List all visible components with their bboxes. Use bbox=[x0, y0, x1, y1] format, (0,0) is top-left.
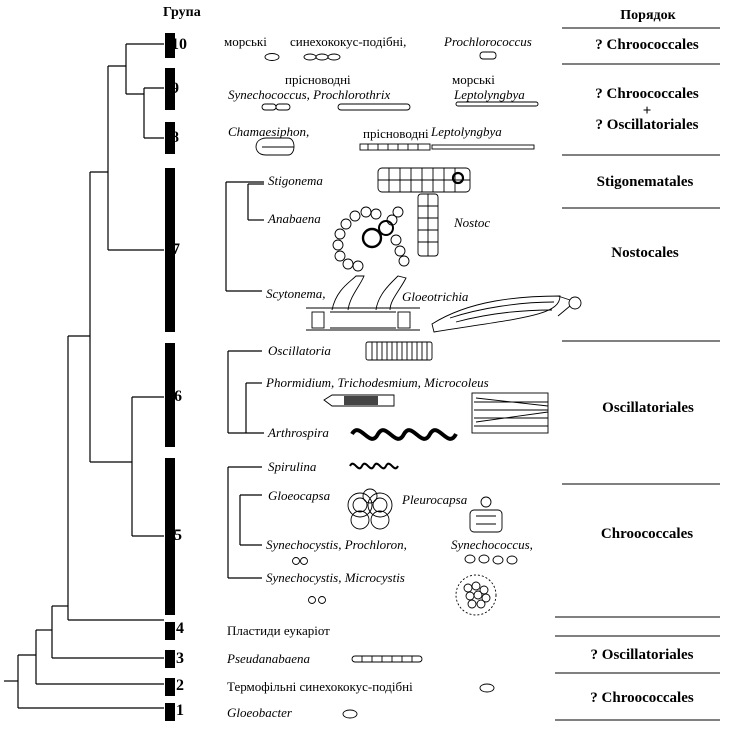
order-column-header: Порядок bbox=[620, 8, 676, 23]
group-number-4: 4 bbox=[176, 620, 184, 637]
order-label-group2-1: ? Chroococcales bbox=[590, 690, 694, 706]
group-number-10: 10 bbox=[171, 36, 187, 53]
taxon-gloeotrichia: Gloeotrichia bbox=[402, 289, 469, 304]
group-bars bbox=[165, 33, 175, 721]
taxon-thermophilic-syn-like: Термофільні синехококус-подібні bbox=[227, 679, 413, 694]
tree-branches bbox=[4, 43, 264, 709]
group-number-5: 5 bbox=[174, 527, 182, 544]
taxon-pleurocapsa: Pleurocapsa bbox=[402, 492, 468, 507]
group-number-7: 7 bbox=[172, 241, 180, 258]
taxon-eukaryotic-plastids: Пластиди еукаріот bbox=[227, 623, 330, 638]
taxon-g9-freshwater: прісноводні bbox=[285, 72, 351, 87]
taxon-g8-freshwater: прісноводні bbox=[363, 126, 429, 141]
taxon-g9-synechococcus-prochlorothrix: Synechococcus, Prochlorothrix bbox=[228, 87, 391, 102]
order-label-chroococcales: Chroococcales bbox=[600, 526, 694, 542]
order-separator-lines bbox=[555, 27, 720, 721]
taxon-prochlorococcus: Prochlorococcus bbox=[444, 34, 532, 49]
order-label-group10: ? Chroococcales bbox=[595, 37, 699, 53]
taxon-arthrospira: Arthrospira bbox=[268, 425, 329, 440]
anabaena-chains bbox=[332, 206, 410, 272]
taxon-g9-leptolyngbya: Leptolyngbya bbox=[454, 87, 525, 102]
taxon-pseudanabaena: Pseudanabaena bbox=[227, 651, 311, 666]
group-number-6: 6 bbox=[174, 388, 182, 405]
taxon-chamaesiphon: Chamaesiphon, bbox=[228, 124, 310, 139]
taxon-synechocystis-prochloron: Synechocystis, Prochloron, bbox=[266, 537, 407, 552]
taxon-g8-leptolyngbya: Leptolyngbya bbox=[431, 124, 502, 139]
taxon-nostoc: Nostoc bbox=[454, 215, 491, 230]
order-label-group3: ? Oscillatoriales bbox=[590, 647, 694, 663]
group-number-3: 3 bbox=[176, 650, 184, 667]
group-number-2: 2 bbox=[176, 677, 184, 694]
taxon-g9-marine: морські bbox=[452, 72, 495, 87]
taxon-synechococcus: Synechococcus, bbox=[451, 537, 533, 552]
group-number-8: 8 bbox=[171, 129, 179, 146]
cell-illustrations bbox=[255, 51, 582, 719]
taxon-g10-syn-like: синехококус-подібні, bbox=[290, 34, 407, 49]
group-column-header: Група bbox=[163, 5, 201, 20]
group-number-9: 9 bbox=[171, 80, 179, 97]
order-label-stigonematales: Stigonematales bbox=[596, 174, 694, 190]
taxon-scytonema: Scytonema, bbox=[266, 286, 326, 301]
order-label-group9-8-b: ? Oscillatoriales bbox=[595, 117, 699, 133]
taxon-spirulina: Spirulina bbox=[268, 459, 317, 474]
taxon-g10-marine: морські bbox=[224, 34, 267, 49]
taxon-gloeocapsa: Gloeocapsa bbox=[268, 488, 331, 503]
taxon-synechocystis-microcystis: Synechocystis, Microcystis bbox=[266, 570, 405, 585]
order-label-plus: + bbox=[642, 103, 652, 119]
taxon-anabaena: Anabaena bbox=[268, 211, 321, 226]
taxon-phormidium-group: Phormidium, Trichodesmium, Microcoleus bbox=[266, 375, 489, 390]
taxon-stigonema: Stigonema bbox=[268, 173, 323, 188]
group-number-1: 1 bbox=[176, 702, 184, 719]
order-label-oscillatoriales: Oscillatoriales bbox=[602, 400, 694, 416]
order-label-nostocales: Nostocales bbox=[611, 245, 679, 261]
gloeocapsa-colony bbox=[347, 488, 393, 530]
order-label-group9-8-a: ? Chroococcales bbox=[595, 86, 699, 102]
taxon-oscillatoria: Oscillatoria bbox=[268, 343, 331, 358]
taxon-gloeobacter: Gloeobacter bbox=[227, 705, 292, 720]
microcystis-cells bbox=[463, 581, 491, 609]
